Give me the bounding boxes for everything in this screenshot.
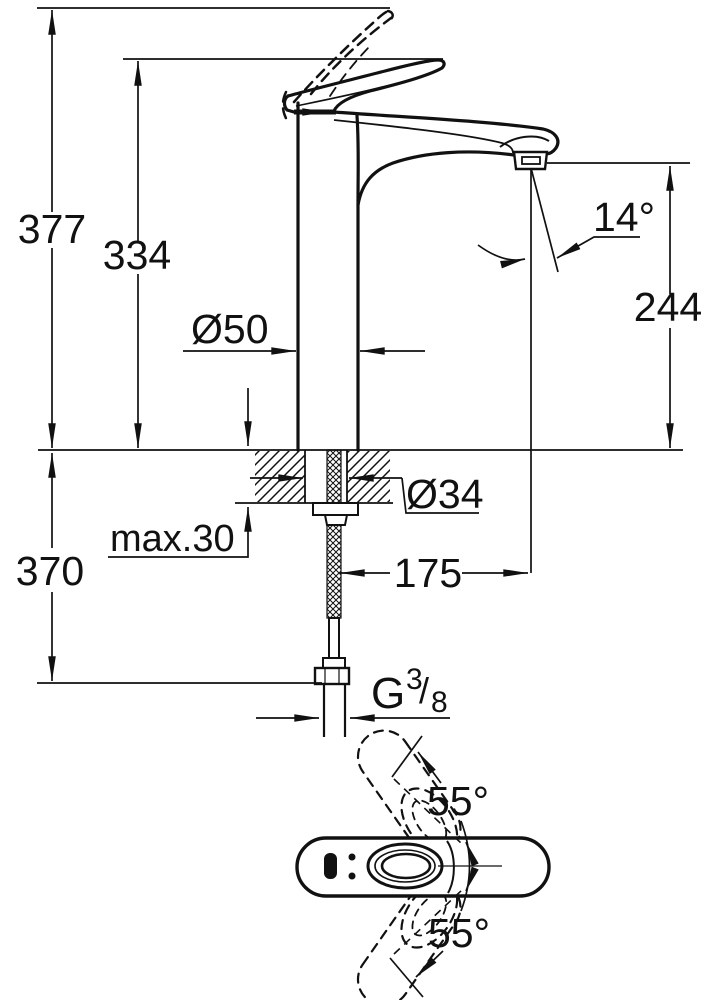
cold-dot xyxy=(348,872,356,880)
dim-max-thickness-label: max.30 xyxy=(110,518,235,560)
threaded-shank xyxy=(312,449,359,737)
dim-swivel-down-label: 55° xyxy=(428,910,490,956)
dim-hole-diameter-label: Ø34 xyxy=(406,471,484,517)
dim-spout-height-label: 244 xyxy=(634,284,702,330)
lever-outline xyxy=(282,58,446,114)
faucet-side-view xyxy=(281,9,560,452)
counter-hatch-left xyxy=(255,451,305,502)
thread-size-label: G 3 / 8 xyxy=(371,663,448,719)
hose-nut xyxy=(313,666,351,686)
dimension-334: 334 xyxy=(103,61,171,448)
reference-lines xyxy=(37,7,690,684)
faucet-top-view: 55° 55° xyxy=(295,729,551,1000)
dim-outlet-angle-label: 14° xyxy=(593,194,655,240)
mounting-flange xyxy=(312,502,359,516)
dimension-g38: G 3 / 8 xyxy=(256,663,450,722)
dim-swivel-up-label: 55° xyxy=(427,778,489,824)
dimension-175: 175 xyxy=(340,550,528,596)
hot-dot xyxy=(348,853,356,861)
dim-spout-reach-label: 175 xyxy=(394,550,462,596)
dim-body-diameter-label: Ø50 xyxy=(191,306,269,352)
mounting-hex xyxy=(323,514,349,526)
counter-hatch-right xyxy=(347,451,390,502)
dimension-377: 377 xyxy=(18,10,86,448)
dimension-14deg: 14° xyxy=(477,194,655,269)
grip-hole-inner xyxy=(380,852,432,880)
handle-end-marker xyxy=(324,853,337,879)
lever-raised-dashed-outline xyxy=(281,9,394,125)
top-view-body xyxy=(295,836,551,898)
flexible-hose xyxy=(322,684,347,737)
dim-overall-height-label: 377 xyxy=(18,206,86,252)
body-and-spout-outline xyxy=(294,101,560,452)
grip-hole-mid xyxy=(374,849,436,883)
dimension-370: 370 xyxy=(16,453,84,681)
dimension-max30: max.30 xyxy=(108,388,252,560)
swivel-angle-annotation: 55° 55° xyxy=(389,735,502,998)
mounting-cross-section xyxy=(235,449,393,737)
aerator-inner xyxy=(521,156,541,165)
dim-lever-height-label: 334 xyxy=(103,232,171,278)
dimension-d34: Ø34 xyxy=(250,471,484,517)
dimension-244: 244 xyxy=(634,166,702,448)
dimension-d50: Ø50 xyxy=(183,306,425,355)
dim-under-counter-label: 370 xyxy=(16,548,84,594)
